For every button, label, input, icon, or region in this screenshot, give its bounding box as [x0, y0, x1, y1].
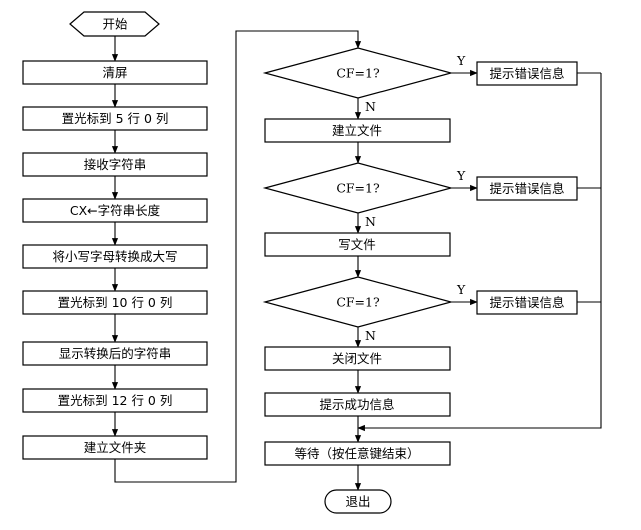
cursor-row5-label: 置光标到 5 行 0 列 — [62, 111, 169, 126]
error-merge-line — [357, 73, 602, 432]
start-terminal — [69, 11, 160, 37]
cursor-row12-label: 置光标到 12 行 0 列 — [58, 393, 173, 408]
decision-2-label: CF=1? — [336, 181, 380, 196]
no-label: N — [365, 99, 376, 114]
error-label: 提示错误信息 — [489, 181, 564, 196]
yes-label: Y — [456, 53, 466, 68]
close-file-label: 关闭文件 — [332, 351, 382, 366]
error-label: 提示错误信息 — [489, 66, 564, 81]
create-folder-label: 建立文件夹 — [84, 440, 147, 455]
yes-label: Y — [456, 168, 466, 183]
connector-left-to-right — [114, 30, 362, 483]
show-converted-label: 显示转换后的字符串 — [59, 346, 172, 361]
no-label: N — [365, 214, 376, 229]
yes-label: Y — [456, 282, 466, 297]
error-label: 提示错误信息 — [489, 295, 564, 310]
create-file-label: 建立文件 — [332, 123, 382, 138]
exit-terminal — [324, 489, 392, 514]
wait-key-label: 等待（按任意键结束） — [294, 446, 419, 461]
start-label: 开始 — [102, 17, 128, 32]
cursor-row10-label: 置光标到 10 行 0 列 — [58, 295, 173, 310]
write-file-label: 写文件 — [338, 237, 376, 252]
exit-label: 退出 — [345, 494, 370, 509]
clear-screen-label: 清屏 — [102, 65, 127, 80]
to-upper-label: 将小写字母转换成大写 — [52, 249, 177, 264]
show-success-label: 提示成功信息 — [319, 397, 394, 412]
no-label: N — [365, 328, 376, 343]
receive-string-label: 接收字符串 — [84, 157, 147, 172]
decision-3-label: CF=1? — [336, 295, 380, 310]
decision-1-label: CF=1? — [336, 66, 380, 81]
cx-length-label: CX←字符串长度 — [70, 203, 161, 218]
